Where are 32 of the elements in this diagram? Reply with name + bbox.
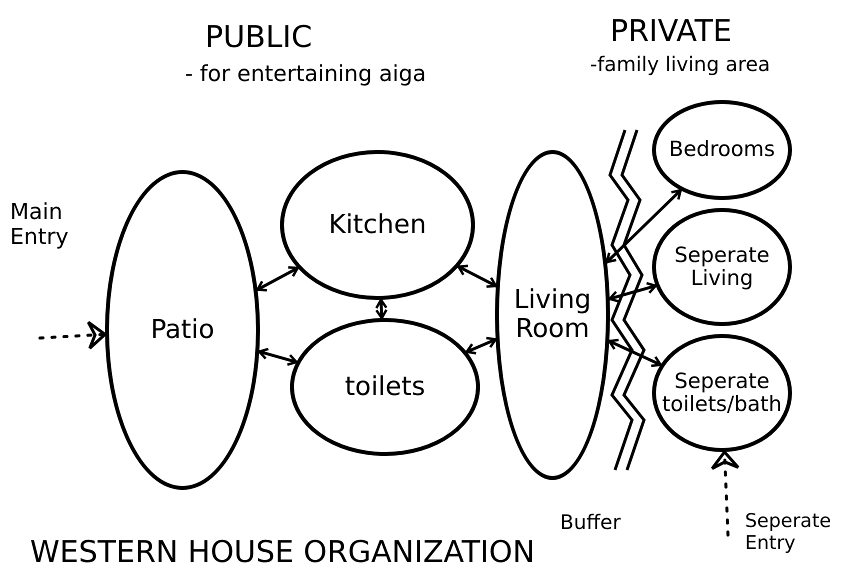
room-outline bbox=[290, 318, 480, 456]
room-outline bbox=[652, 334, 792, 452]
room-outline bbox=[280, 150, 475, 300]
zone-note: - for entertaining aiga bbox=[185, 62, 426, 87]
room-label: Bedrooms bbox=[669, 138, 775, 162]
room-label: Kitchen bbox=[328, 210, 426, 240]
room-label: Patio bbox=[150, 316, 214, 344]
room-outline bbox=[652, 208, 792, 326]
room-label: Living Room bbox=[512, 286, 592, 344]
zone-heading: PUBLIC bbox=[205, 20, 312, 55]
room-label: Seperate toilets/bath bbox=[661, 370, 783, 416]
arrow bbox=[605, 188, 682, 264]
buffer-label: Buffer bbox=[560, 510, 621, 534]
arrow bbox=[457, 264, 498, 288]
arrow bbox=[256, 266, 300, 292]
entry-label: Seperate Entry bbox=[745, 510, 832, 554]
room-outline bbox=[652, 100, 792, 200]
arrow bbox=[608, 282, 658, 303]
arrow bbox=[258, 348, 298, 366]
zone-heading: PRIVATE bbox=[610, 14, 732, 49]
room-label: Seperate Living bbox=[673, 244, 771, 290]
zone-note: -family living area bbox=[590, 52, 770, 76]
arrow bbox=[710, 450, 740, 536]
diagram-title: WESTERN HOUSE ORGANIZATION bbox=[30, 535, 535, 570]
arrow bbox=[465, 336, 498, 355]
room-outline bbox=[495, 150, 610, 480]
arrow bbox=[608, 338, 662, 368]
entry-label: Main Entry bbox=[10, 200, 70, 250]
room-outline bbox=[105, 170, 260, 490]
arrow bbox=[375, 298, 388, 320]
arrow bbox=[38, 320, 107, 350]
room-label: toilets bbox=[344, 372, 426, 402]
